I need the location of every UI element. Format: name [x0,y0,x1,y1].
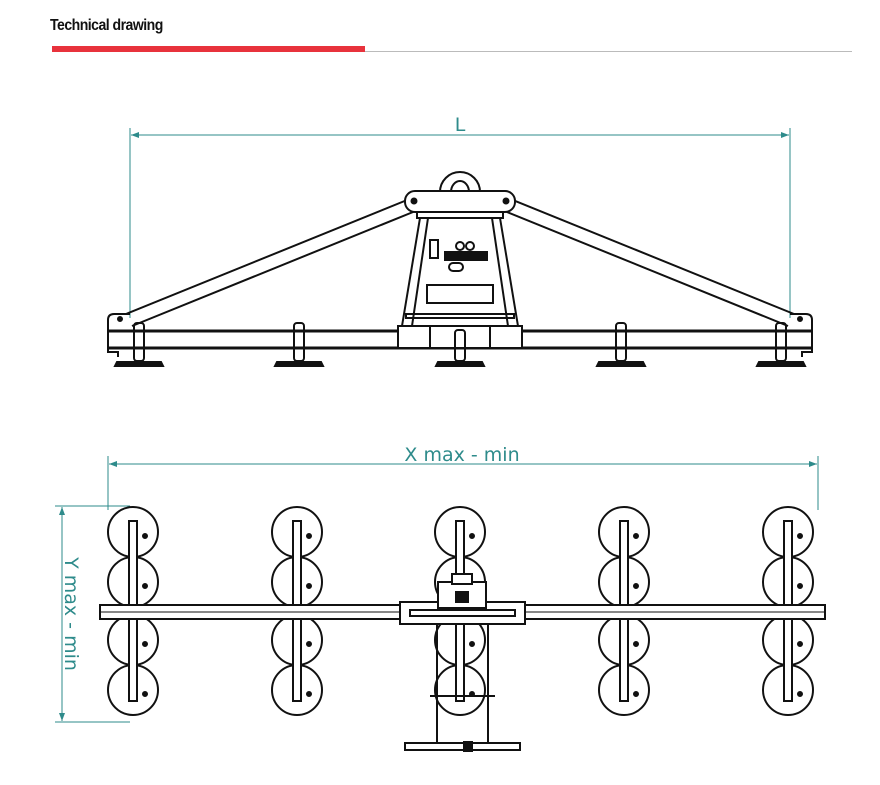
cup-valve-dot [142,583,148,589]
cup-valve-dot [306,583,312,589]
cup-valve-dot [142,533,148,539]
cup-valve-dot [633,641,639,647]
end-bracket-right [790,313,813,357]
end-bracket-left [107,313,130,357]
right-arm [501,197,795,327]
cup-valve-dot [142,641,148,647]
title-accent-bar [52,46,365,52]
top-view: X max - min Y max - min [55,444,826,752]
cup-valve-dot [633,583,639,589]
cup-valve-dot [469,533,475,539]
x-dimension-label: X max - min [404,444,519,466]
cup-valve-dot [797,583,803,589]
y-dimension-label: Y max - min [60,556,82,671]
length-label: L [455,114,466,136]
cup-valve-dot [633,691,639,697]
hub [404,190,516,213]
suction-pads-side [113,322,807,367]
cup-valve-dot [306,641,312,647]
cup-valve-dot [306,533,312,539]
cup-valve-dot [797,641,803,647]
cross-bar [404,742,521,751]
frame [401,217,519,327]
cup-valve-dot [797,691,803,697]
cup-valve-dot [142,691,148,697]
cup-valve-dot [633,533,639,539]
left-arm [125,197,419,327]
cup-valve-dot [797,533,803,539]
title-divider [365,51,852,52]
side-view: L [107,114,813,367]
cup-valve-dot [469,641,475,647]
section-title: Technical drawing [50,17,163,34]
cup-valve-dot [306,691,312,697]
